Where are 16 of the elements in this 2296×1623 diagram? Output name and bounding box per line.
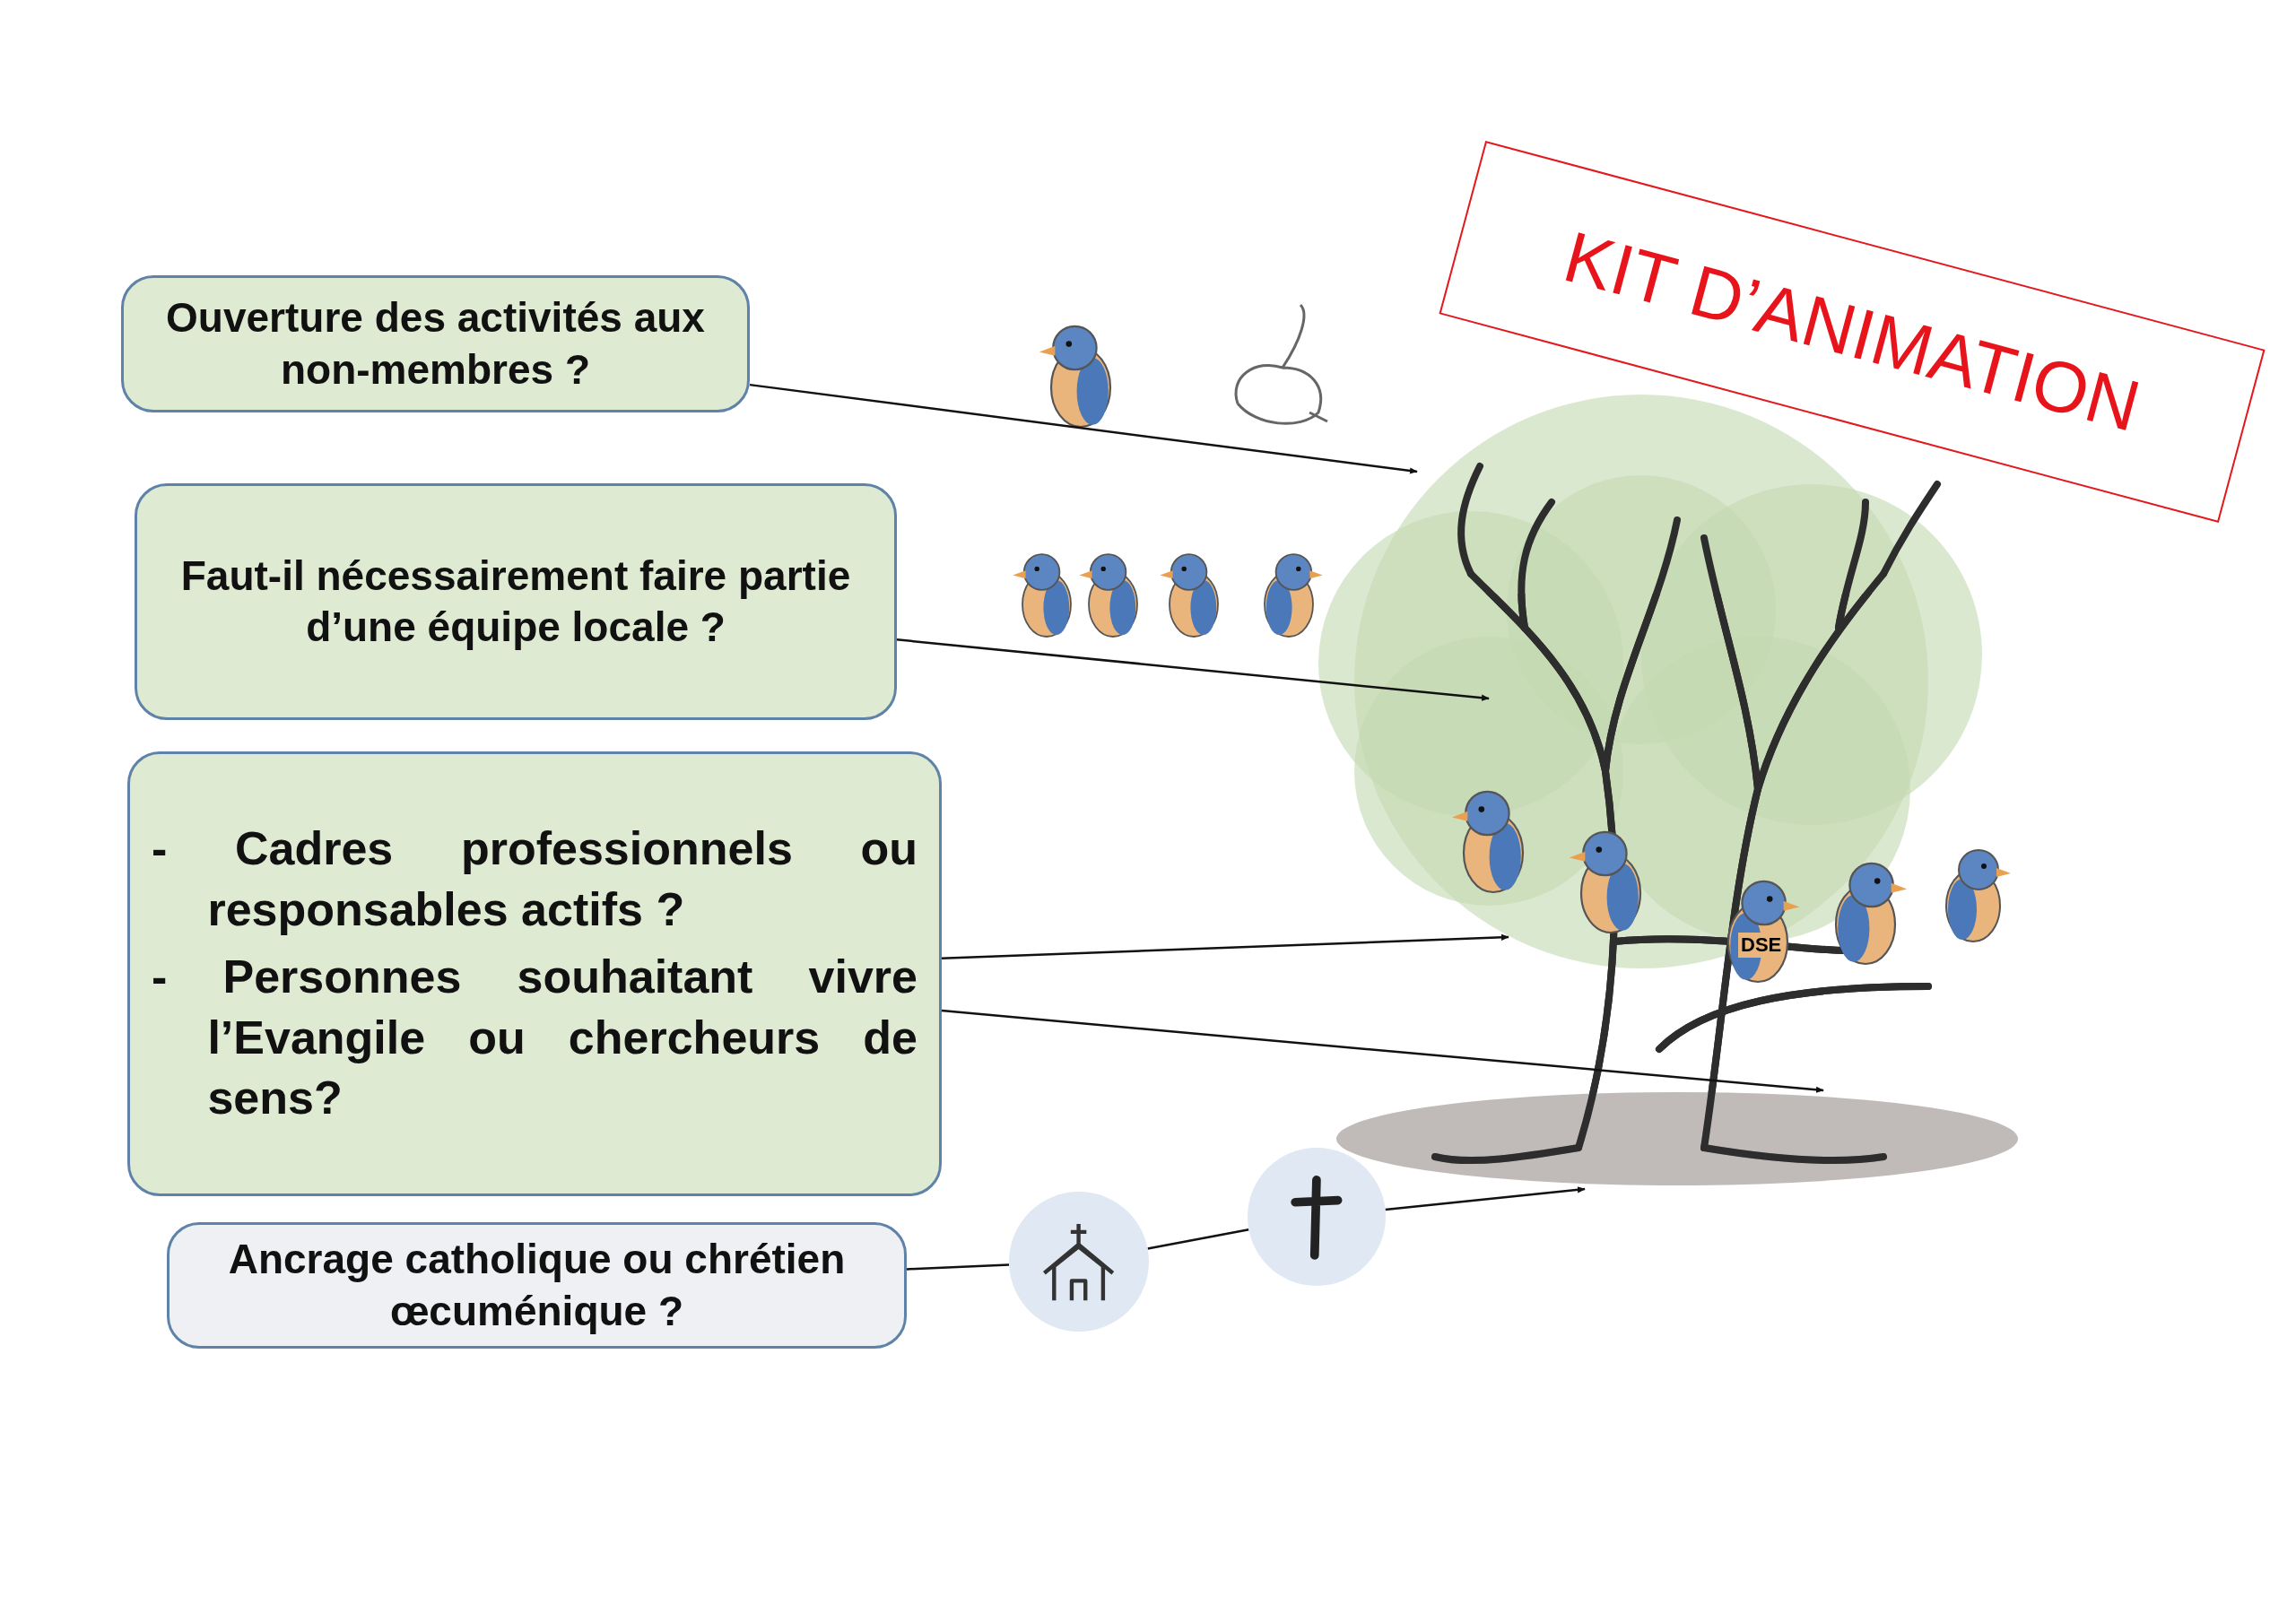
arrow xyxy=(896,638,1490,701)
question-text: - Cadres professionnels ou responsables actifs ? xyxy=(152,821,918,937)
question-text: Faut-il nécessairement faire partie d’une équipe locale ? xyxy=(179,551,852,652)
arrow xyxy=(941,933,1509,960)
question-box xyxy=(121,275,750,412)
connector-line xyxy=(906,1263,1010,1271)
connector-line xyxy=(1147,1228,1249,1250)
arrow xyxy=(749,383,1418,474)
arrow xyxy=(1385,1186,1586,1211)
question-text: Ancrage catholique ou chrétien œcuménique ? xyxy=(227,1235,847,1336)
question-box xyxy=(135,483,897,720)
question-box xyxy=(167,1222,907,1349)
question-text: Ouverture des activités aux non-membres ? xyxy=(165,293,706,395)
arrow xyxy=(941,1009,1824,1093)
question-box xyxy=(127,751,942,1196)
question-text: - Personnes souhaitant vivre l’Evangile ou chercheurs de sens? xyxy=(152,950,918,1126)
